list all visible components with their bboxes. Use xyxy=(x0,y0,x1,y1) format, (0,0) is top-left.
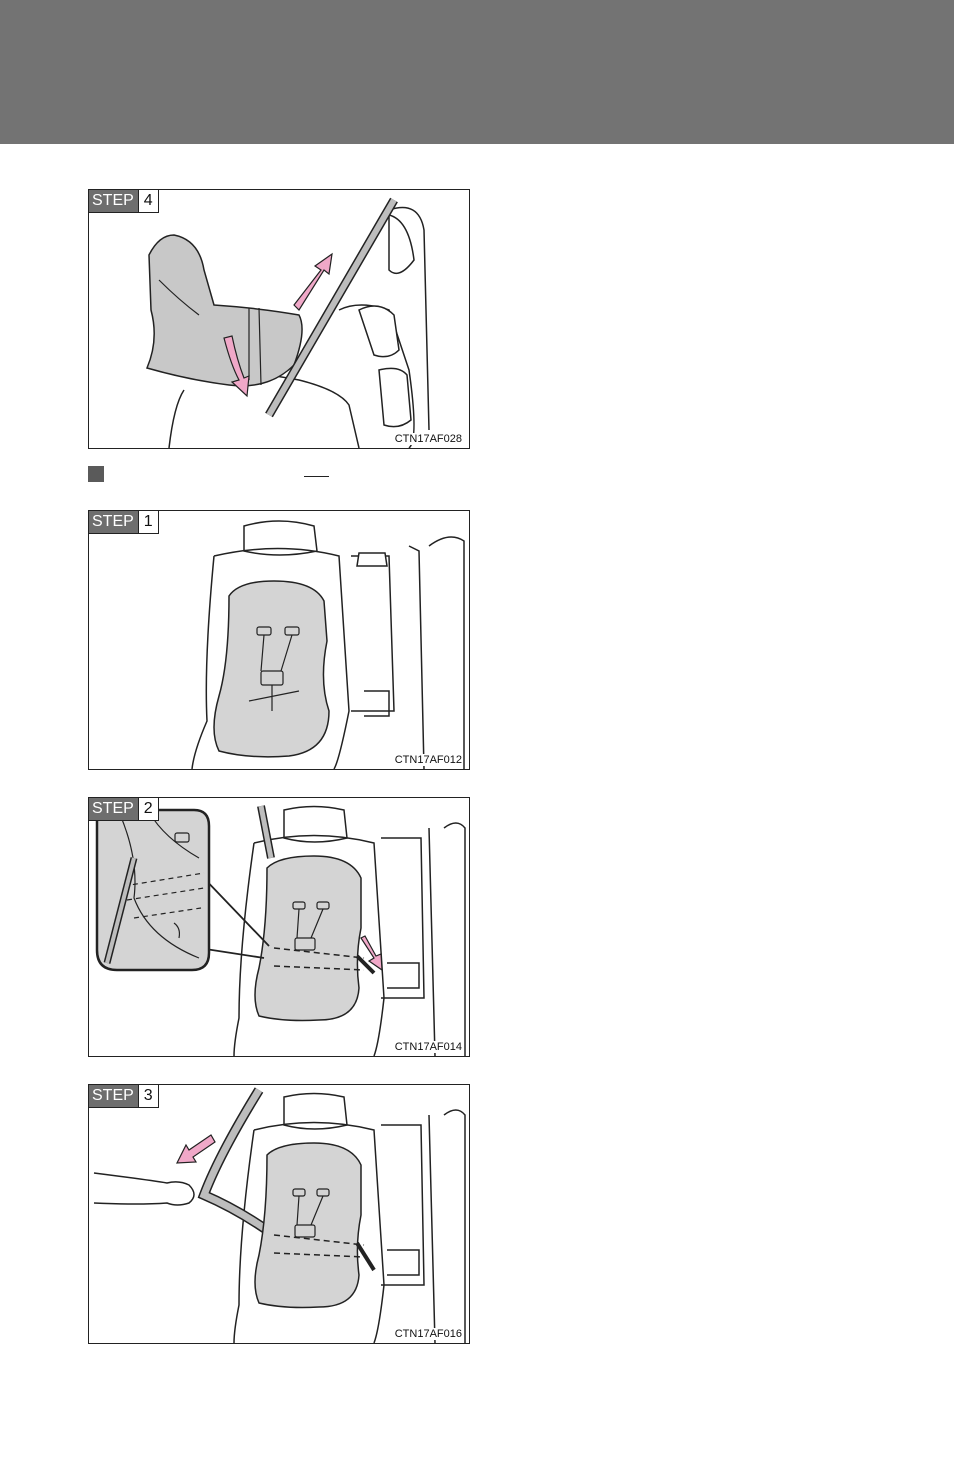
section-bullet-square xyxy=(88,466,104,482)
step-label: STEP xyxy=(89,511,138,533)
infant-seat-illustration xyxy=(145,197,430,448)
figure-step-4: STEP 4 CTN17AF028 xyxy=(88,189,470,449)
arrow-down-icon xyxy=(360,935,383,972)
figure-step-3: STEP 3 CTN17AF016 xyxy=(88,1084,470,1344)
step-tag: STEP 4 xyxy=(89,190,159,213)
arrow-up-icon xyxy=(293,252,333,311)
step-number: 1 xyxy=(137,511,158,533)
step-number: 2 xyxy=(137,798,158,820)
step-label: STEP xyxy=(89,798,138,820)
header-bar xyxy=(0,0,954,144)
belt-routing-illustration xyxy=(95,805,466,1056)
short-rule xyxy=(304,476,329,477)
zoom-callout xyxy=(95,808,211,972)
arrow-down-icon xyxy=(223,335,250,398)
arrow-pull-icon xyxy=(176,1134,216,1164)
step-number: 3 xyxy=(137,1085,158,1107)
step-tag: STEP 1 xyxy=(89,511,159,534)
step-label: STEP xyxy=(89,1085,138,1107)
figure-step-2: STEP 2 xyxy=(88,797,470,1057)
figure-step-1: STEP 1 CTN17AF012 xyxy=(88,510,470,770)
hand-illustration xyxy=(93,1172,195,1206)
figure-code: CTN17AF028 xyxy=(393,433,463,445)
figure-code: CTN17AF014 xyxy=(393,1041,463,1053)
figure-code: CTN17AF016 xyxy=(393,1328,463,1340)
figure-code: CTN17AF012 xyxy=(393,754,463,766)
step-tag: STEP 3 xyxy=(89,1085,159,1108)
step-number: 4 xyxy=(137,190,158,212)
child-seat-illustration xyxy=(191,520,465,769)
step-label: STEP xyxy=(89,190,138,212)
step-tag: STEP 2 xyxy=(89,798,159,821)
belt-tightening-illustration xyxy=(93,1087,466,1343)
